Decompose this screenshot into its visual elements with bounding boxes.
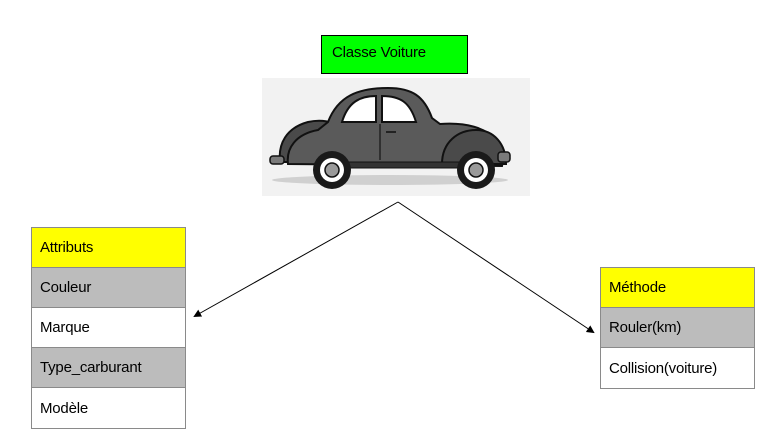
attribute-item-type-carburant: Type_carburant — [32, 348, 185, 388]
vintage-car-icon — [269, 86, 511, 189]
arrow-to-methods — [397, 201, 595, 334]
attribute-item-couleur: Couleur — [32, 268, 185, 308]
class-title: Classe Voiture — [321, 35, 468, 74]
attribute-item-modele: Modèle — [32, 388, 185, 428]
attributes-table: Attributs Couleur Marque Type_carburant … — [31, 227, 186, 429]
methods-table: Méthode Rouler(km) Collision(voiture) — [600, 267, 755, 389]
attribute-item-marque: Marque — [32, 308, 185, 348]
car-image — [262, 78, 530, 196]
methods-header: Méthode — [601, 268, 754, 308]
arrow-to-attributes — [193, 201, 399, 317]
method-item-collision: Collision(voiture) — [601, 348, 754, 388]
method-item-rouler: Rouler(km) — [601, 308, 754, 348]
attributes-header: Attributs — [32, 228, 185, 268]
